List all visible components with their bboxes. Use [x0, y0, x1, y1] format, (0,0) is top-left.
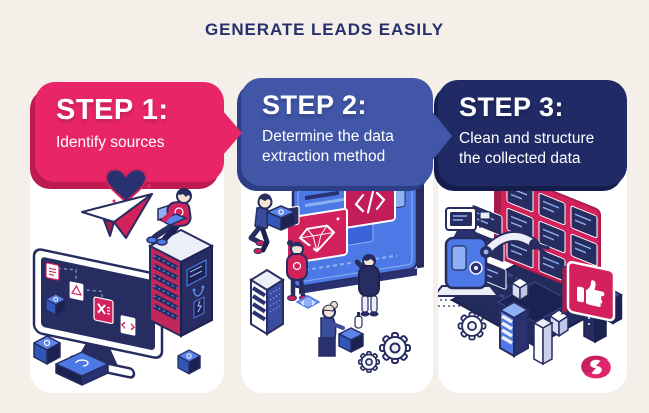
step-1-banner: STEP 1: Identify sources: [35, 82, 242, 182]
step-1-arrow-icon: [223, 111, 242, 155]
step-2-banner: STEP 2: Determine the data extraction me…: [241, 78, 452, 186]
person-on-server-illustration: [146, 188, 192, 246]
gear-icon: [457, 311, 487, 341]
cube-icon: [177, 349, 201, 375]
brand-swirl-logo: [581, 355, 611, 379]
pillar-box-icon: [532, 317, 554, 366]
person-right-illustration: [354, 254, 380, 317]
step-1-description: Identify sources: [56, 134, 165, 151]
step-3-banner: STEP 3: Clean and structure the collecte…: [438, 80, 627, 186]
cube-icon: [33, 335, 61, 365]
step-2-description: Determine the data extraction method: [262, 128, 394, 165]
step-1-heading: STEP 1:: [56, 94, 169, 126]
seated-person-illustration: [318, 301, 364, 357]
step-1-illustration: [32, 168, 215, 386]
step-3-illustration: [438, 169, 623, 379]
step-2-illustration: [248, 165, 424, 374]
step-2-arrow-icon: [432, 111, 452, 161]
robot-arm-illustration: [438, 207, 550, 307]
data-grid-screen-illustration: [494, 169, 601, 299]
paper-plane-icon: [81, 193, 153, 239]
device-box-icon: [55, 351, 109, 386]
thumbs-up-card-icon: [561, 260, 616, 322]
step-2-heading: STEP 2:: [262, 90, 368, 120]
code-chip-icon: [295, 295, 321, 309]
server-tower-illustration: [497, 300, 531, 358]
page-title: GENERATE LEADS EASILY: [205, 20, 444, 39]
file-icons: [45, 262, 137, 337]
step-3-description: Clean and structure the collected data: [459, 130, 595, 167]
cube-icon: [45, 293, 67, 316]
server-tower-illustration: [249, 268, 285, 336]
monitor-illustration: [32, 248, 164, 379]
running-person-illustration: [248, 193, 296, 254]
cube-icon: [511, 277, 529, 301]
person-at-board-illustration: [286, 240, 314, 301]
server-rack-illustration: [147, 228, 215, 338]
gears-icon: [357, 332, 411, 374]
step-3-heading: STEP 3:: [459, 92, 565, 122]
